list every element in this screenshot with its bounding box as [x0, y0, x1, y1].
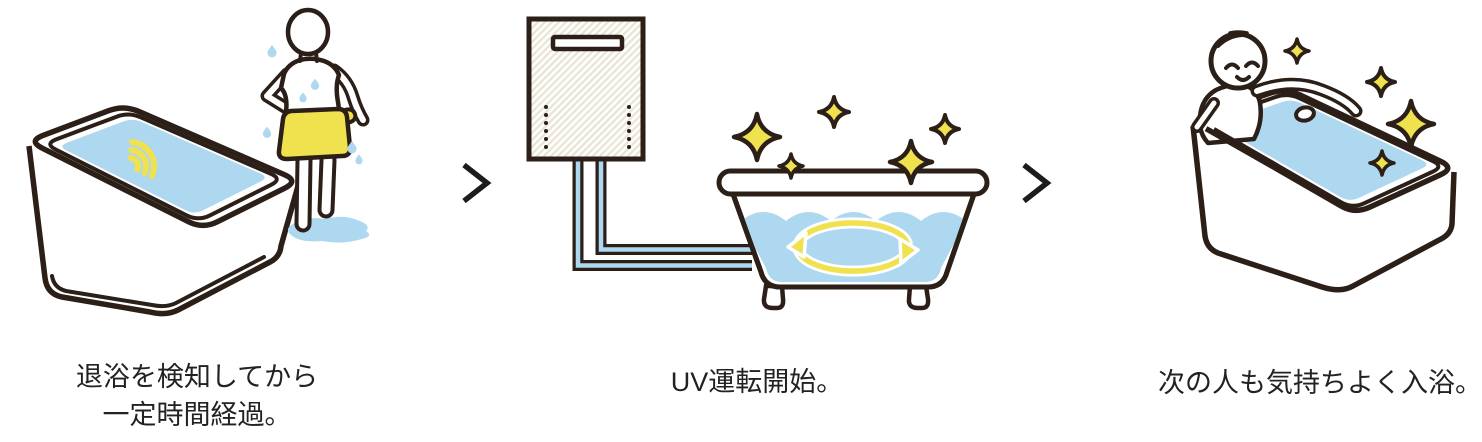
- step3-illustration: [1190, 30, 1457, 293]
- towel: [276, 106, 353, 162]
- tub-foot-left: [761, 283, 786, 311]
- sparkles: [1283, 37, 1437, 177]
- sparkle-icon: [887, 138, 935, 186]
- sparkle-icon: [1368, 149, 1396, 177]
- step2-illustration: [526, 16, 990, 311]
- tub-body-outline: [730, 193, 977, 290]
- sparkle-icon: [1365, 66, 1397, 98]
- sparkle-icon: [817, 95, 851, 129]
- hair-stroke: [1216, 33, 1244, 48]
- step1-caption-line1: 退浴を検知してから: [76, 362, 318, 392]
- ripple-sensor-icon: [127, 139, 157, 180]
- water-drops: [262, 45, 363, 165]
- closed-eye: [1224, 62, 1240, 70]
- step3-caption: 次の人も気持ちよく入浴。: [1158, 368, 1482, 398]
- smile: [1235, 75, 1251, 82]
- legs: [294, 151, 337, 233]
- head: [285, 7, 331, 57]
- step2-caption: UV運転開始。: [671, 367, 844, 397]
- person-exiting-icon: [260, 7, 370, 243]
- circulation-arrows-icon: [786, 217, 920, 277]
- hair-stroke: [1228, 30, 1249, 35]
- chevron-right-icon: [462, 162, 492, 204]
- chevron-right-icon: [1022, 162, 1052, 204]
- sparkle-icon: [1283, 37, 1311, 65]
- tub-rim: [716, 168, 990, 197]
- step1-caption-line2: 一定時間経過。: [103, 400, 292, 430]
- bath-water: [1219, 100, 1427, 200]
- rim-edge-overlay: [1204, 126, 1268, 165]
- sparkle-icon: [1385, 98, 1437, 150]
- sparkle-icon: [929, 113, 961, 145]
- rim-edge-overlay: [1213, 127, 1279, 168]
- water-heater-icon: [526, 16, 646, 162]
- neck: [298, 51, 319, 63]
- heater-vent-slot: [550, 34, 625, 52]
- clean-bathtub-icon: [1190, 88, 1457, 293]
- heater-dots: [544, 105, 631, 149]
- relaxing-person-icon: [1191, 30, 1363, 168]
- bathtub-ripple-icon: [26, 105, 301, 317]
- sparkle-icon: [731, 111, 783, 163]
- tub-foot-right: [906, 283, 931, 311]
- torso: [278, 56, 343, 121]
- closed-eye: [1244, 60, 1260, 68]
- tub-hull-outline: [1190, 125, 1457, 293]
- bath-water: [62, 119, 265, 213]
- uv-bathtub-icon: [716, 168, 990, 311]
- sparkles: [731, 95, 961, 186]
- pipes-icon: [572, 158, 752, 271]
- step1-illustration: [26, 7, 370, 317]
- tub-hull-outline: [26, 145, 301, 317]
- tub-water: [741, 212, 966, 282]
- far-arm-on-rim: [1250, 77, 1363, 123]
- hand: [1294, 105, 1316, 123]
- sparkle-icon: [777, 152, 805, 180]
- near-arm: [1191, 97, 1220, 133]
- tub-base-line: [50, 255, 266, 309]
- face: [1216, 30, 1260, 82]
